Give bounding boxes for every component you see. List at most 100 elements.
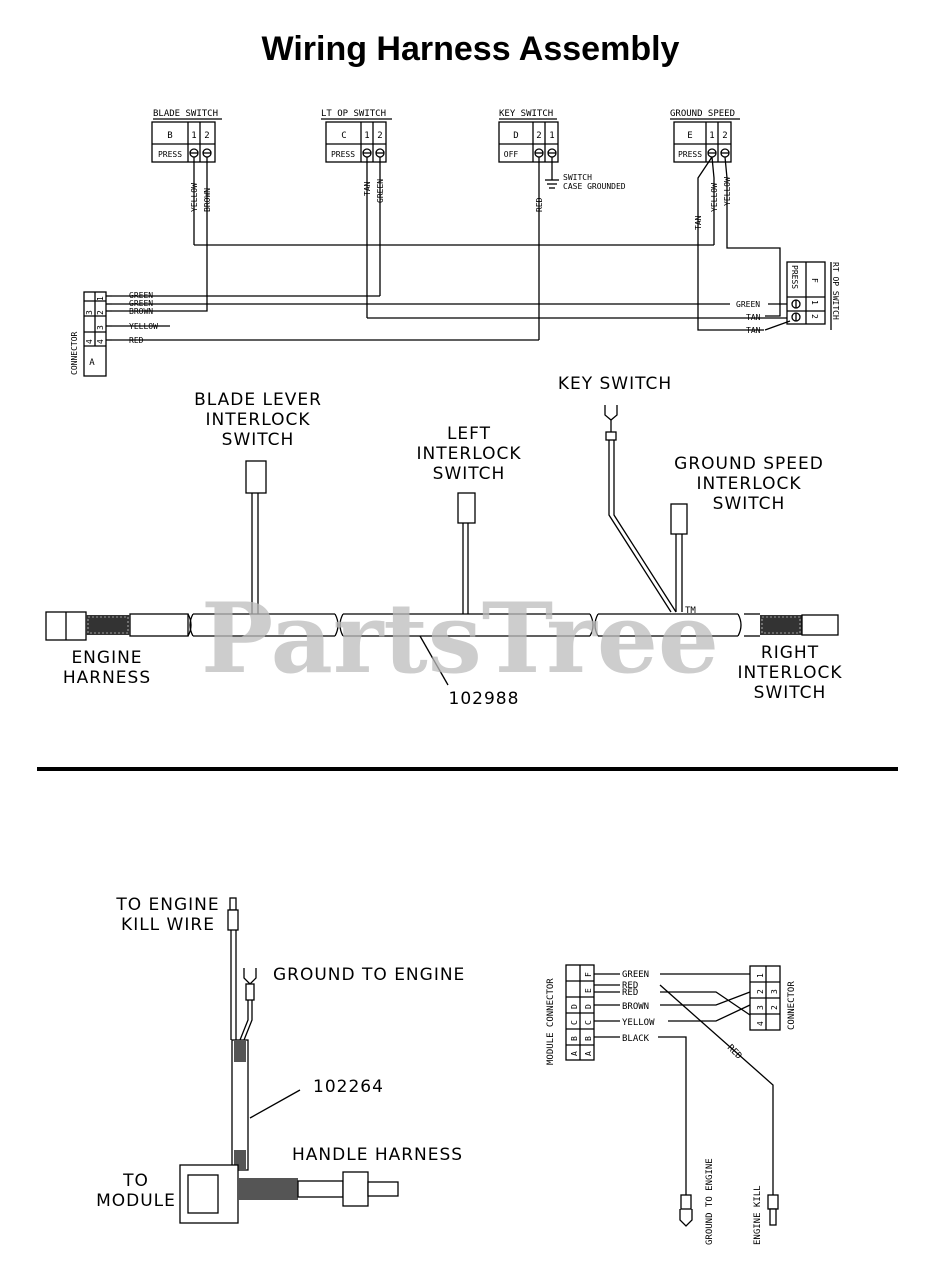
module-letter-b: B bbox=[584, 1036, 593, 1041]
lt-op-switch-pin2: 2 bbox=[377, 131, 382, 141]
engine-kill-vertical: ENGINE KILL bbox=[753, 1185, 763, 1245]
module-wire-red2: RED bbox=[622, 988, 638, 998]
left-label-2: INTERLOCK bbox=[417, 444, 522, 464]
connector-pin3: 3 bbox=[96, 325, 105, 330]
section-divider bbox=[37, 767, 898, 771]
rt-op-wire-tan2: TAN bbox=[746, 326, 761, 335]
module-letter-a: A bbox=[584, 1051, 593, 1056]
handle-part-number: 102264 bbox=[313, 1077, 384, 1097]
blade-wire-brown: BROWN bbox=[203, 188, 212, 212]
module-red-diag: RED bbox=[725, 1043, 744, 1062]
conn-wire-red: RED bbox=[129, 336, 144, 345]
module-letter-f: F bbox=[584, 972, 593, 977]
blade-lever-label-1: BLADE LEVER bbox=[194, 390, 322, 410]
ground-speed-label-2: INTERLOCK bbox=[697, 474, 802, 494]
module-wire-black: BLACK bbox=[622, 1034, 650, 1044]
kill-wire-label-1: TO ENGINE bbox=[115, 895, 219, 915]
lt-op-switch-pin1: 1 bbox=[364, 131, 369, 141]
key-wire-red: RED bbox=[535, 197, 544, 212]
harness-pictorial: BLADE LEVER INTERLOCK SWITCH LEFT INTERL… bbox=[45, 374, 841, 709]
to-module-label-1: TO bbox=[122, 1171, 149, 1191]
rt-op-title: RT OP SWITCH bbox=[831, 262, 840, 320]
blade-switch-mode: PRESS bbox=[158, 150, 182, 159]
key-switch-letter: D bbox=[513, 131, 518, 141]
blade-wire-yellow: YELLOW bbox=[190, 183, 199, 212]
gs-wire-yellow1: YELLOW bbox=[710, 183, 719, 212]
conn-wire-yellow: YELLOW bbox=[129, 322, 158, 331]
key-switch-title: KEY SWITCH bbox=[499, 109, 553, 119]
blade-switch-pin1: 1 bbox=[191, 131, 196, 141]
blade-lever-label-2: INTERLOCK bbox=[206, 410, 311, 430]
rt-op-wire-tan1: TAN bbox=[746, 313, 761, 322]
ground-speed-label-3: SWITCH bbox=[713, 494, 786, 514]
rt-op-wire-green: GREEN bbox=[736, 300, 760, 309]
mod-conn-pin3b: 3 bbox=[770, 989, 779, 994]
ground-to-engine-label: GROUND TO ENGINE bbox=[273, 965, 465, 985]
ground-speed-letter: E bbox=[687, 131, 692, 141]
ground-speed-label-1: GROUND SPEED bbox=[674, 454, 824, 474]
module-letter-d2: D bbox=[570, 1004, 579, 1009]
key-switch-pin1: 1 bbox=[549, 131, 554, 141]
blade-lever-label-3: SWITCH bbox=[222, 430, 295, 450]
rt-op-pin1: 1 bbox=[810, 300, 819, 305]
blade-switch-pin2: 2 bbox=[204, 131, 209, 141]
ground-speed-switch-schematic: GROUND SPEED E 1 2 PRESS TAN YELLOW YELL… bbox=[670, 109, 781, 331]
handle-harness-label: HANDLE HARNESS bbox=[292, 1145, 463, 1165]
kill-wire-label-2: KILL WIRE bbox=[121, 915, 215, 935]
blade-switch: BLADE SWITCH B 1 2 PRESS YELLOW BROWN bbox=[151, 109, 222, 245]
blade-switch-letter: B bbox=[167, 131, 172, 141]
connector-pin3b: 3 bbox=[85, 310, 94, 315]
ground-speed-pin2: 2 bbox=[722, 131, 727, 141]
rt-op-mode: PRESS bbox=[790, 265, 799, 289]
mod-conn-pin4: 4 bbox=[756, 1021, 765, 1026]
engine-harness-label-1: ENGINE bbox=[71, 648, 142, 668]
harness-part-number: 102988 bbox=[449, 689, 520, 709]
module-wire-red1: RED bbox=[622, 981, 638, 991]
handle-harness: TO ENGINE KILL WIRE GROUND TO ENGINE 102… bbox=[96, 895, 465, 1224]
module-connector-schematic: MODULE CONNECTOR F E D C B A D C B A GRE… bbox=[546, 964, 797, 1245]
lt-op-switch-letter: C bbox=[341, 131, 346, 141]
watermark: PartsTree bbox=[201, 582, 719, 695]
page-title: Wiring Harness Assembly bbox=[261, 30, 680, 68]
mod-conn-pin2: 2 bbox=[756, 989, 765, 994]
module-letter-b2: B bbox=[570, 1036, 579, 1041]
ground-speed-title: GROUND SPEED bbox=[670, 109, 735, 119]
key-switch-note2: CASE GROUNDED bbox=[563, 182, 626, 191]
conn-wire-green2: GREEN bbox=[129, 299, 153, 308]
ground-speed-pin1: 1 bbox=[709, 131, 714, 141]
conn-wire-brown: BROWN bbox=[129, 307, 153, 316]
lt-op-wire-tan: TAN bbox=[363, 181, 372, 196]
gs-wire-tan: TAN bbox=[694, 215, 703, 230]
mod-conn-pin1: 1 bbox=[756, 973, 765, 978]
key-switch-pin2: 2 bbox=[536, 131, 541, 141]
lt-op-switch: LT OP SWITCH C 1 2 PRESS TAN GREEN bbox=[321, 109, 392, 318]
right-switch-label-3: SWITCH bbox=[754, 683, 827, 703]
engine-harness-label-2: HARNESS bbox=[63, 668, 151, 688]
rt-op-switch: PRESS F 1 2 RT OP SWITCH GREEN TAN TAN bbox=[736, 261, 840, 335]
rt-op-pin2: 2 bbox=[810, 314, 819, 319]
module-connector-title: MODULE CONNECTOR bbox=[546, 978, 556, 1065]
key-switch-note1: SWITCH bbox=[563, 173, 592, 182]
mod-conn-pin2b: 2 bbox=[770, 1005, 779, 1010]
right-switch-label-1: RIGHT bbox=[761, 643, 819, 663]
module-letter-c: C bbox=[584, 1020, 593, 1025]
module-wire-brown: BROWN bbox=[622, 1002, 649, 1012]
key-switch-label: KEY SWITCH bbox=[558, 374, 672, 394]
ground-to-engine-vertical: GROUND TO ENGINE bbox=[705, 1158, 715, 1245]
connector-pin4: 4 bbox=[96, 339, 105, 344]
key-switch-mode: OFF bbox=[504, 150, 519, 159]
module-letter-c2: C bbox=[570, 1020, 579, 1025]
mod-conn-pin3: 3 bbox=[756, 1005, 765, 1010]
module-letter-a2: A bbox=[570, 1051, 579, 1056]
connector-letter: A bbox=[89, 358, 95, 368]
trademark-mark: TM bbox=[685, 606, 696, 616]
module-wire-yellow: YELLOW bbox=[622, 1018, 655, 1028]
key-switch-schematic: KEY SWITCH D 2 1 OFF SWITCH CASE GROUNDE… bbox=[498, 109, 626, 340]
connector-pin2: 2 bbox=[96, 310, 105, 315]
left-label-1: LEFT bbox=[447, 424, 491, 444]
module-letter-d: D bbox=[584, 1004, 593, 1009]
ground-speed-mode: PRESS bbox=[678, 150, 702, 159]
left-label-3: SWITCH bbox=[433, 464, 506, 484]
connector-pin1: 1 bbox=[96, 296, 105, 301]
